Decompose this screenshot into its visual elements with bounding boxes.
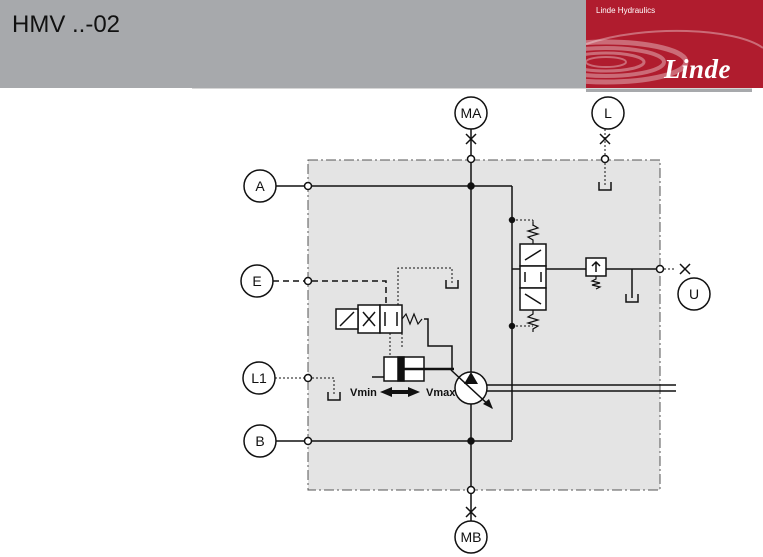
port-e-label: E: [252, 273, 261, 289]
port-l-plug-icon: [599, 133, 611, 145]
control-valve-icon: [335, 304, 423, 334]
header-divider: [192, 88, 752, 89]
port-l-label: L: [604, 105, 612, 121]
displacement-arrow-icon: [380, 387, 420, 397]
flushing-valve-icon: [519, 222, 547, 332]
port-a-label: A: [255, 178, 265, 194]
logo-swoosh-graphic: [586, 29, 763, 85]
port-l1-label: L1: [251, 370, 267, 386]
port-u-plug-icon: [679, 263, 691, 275]
header-extension: [586, 88, 752, 92]
relief-valve-icon: [585, 257, 607, 290]
slide-title: HMV ..-02: [12, 11, 121, 38]
port-u-circle: [677, 277, 711, 311]
hydraulic-motor-icon: [450, 369, 493, 409]
port-ma-plug-icon: [465, 133, 477, 145]
brand-logo: Linde Hydraulics Linde: [586, 0, 763, 88]
logo-wordmark: Linde: [664, 54, 731, 84]
vmax-label: Vmax: [426, 387, 456, 399]
adjustment-cylinder-icon: [383, 356, 454, 382]
port-u-label: U: [689, 286, 699, 302]
port-l-circle: [591, 96, 625, 130]
port-b-label: B: [255, 433, 264, 449]
port-mb-label: MB: [461, 529, 482, 545]
logo-caption: Linde Hydraulics: [596, 6, 656, 15]
port-ma-label: MA: [461, 105, 483, 121]
port-mb-circle: [454, 520, 488, 554]
vmin-label: Vmin: [350, 387, 377, 399]
